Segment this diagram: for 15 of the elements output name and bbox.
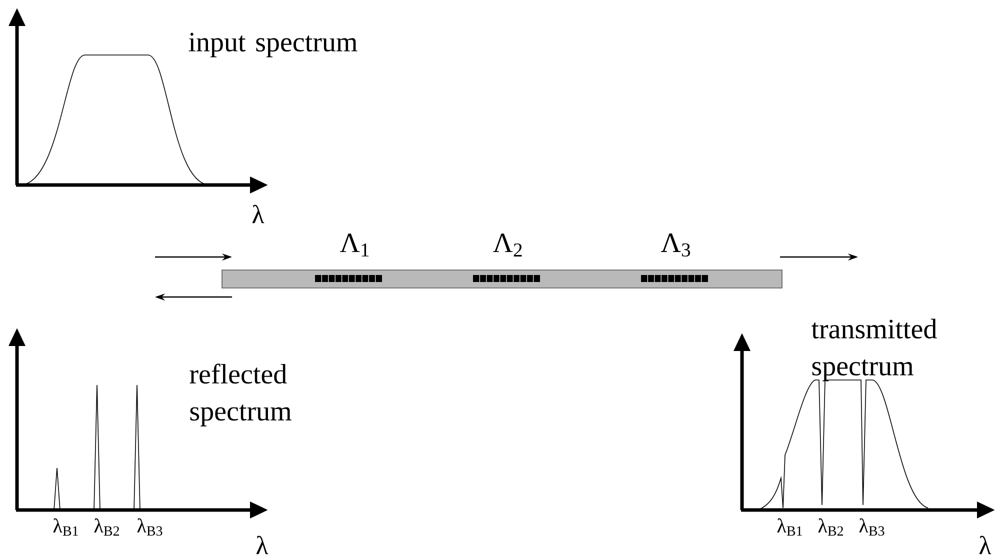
- tick-label: λ$_{B3}$: [859, 518, 884, 536]
- tick-label: λ$_{B2}$: [818, 518, 843, 536]
- tick-label: λ$_{B3}$: [137, 518, 162, 536]
- tick-label: λ$_{B1}$: [777, 518, 802, 536]
- period-label: Λ$_{2}$: [492, 234, 522, 256]
- axis-label: λ: [979, 536, 992, 554]
- spectrum-label: transmitted spectrum: [811, 318, 937, 382]
- period-label: Λ$_{1}$: [340, 234, 369, 256]
- tick-label: λ$_{B2}$: [94, 518, 119, 536]
- spectrum-label: input spectrum: [188, 32, 358, 58]
- tick-label: λ$_{B1}$: [53, 518, 78, 536]
- axis-label: λ: [252, 204, 264, 224]
- period-label: Λ$_{3}$: [660, 233, 690, 257]
- axis-label: λ: [256, 536, 268, 554]
- spectrum-label: reflected spectrum: [190, 364, 292, 426]
